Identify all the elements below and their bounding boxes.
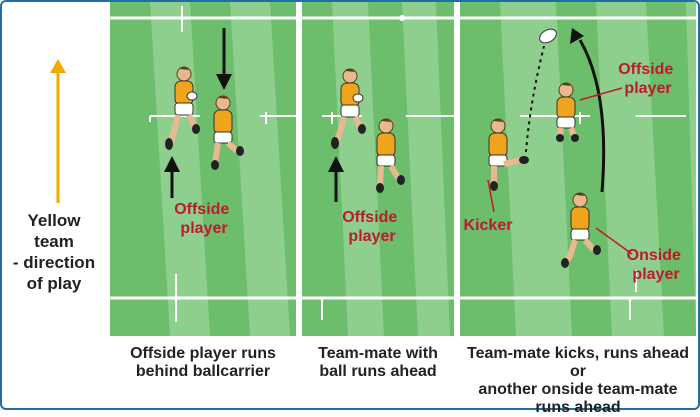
player-offside (376, 118, 405, 193)
direction-label-line: of play (26, 274, 82, 293)
direction-label-line: - direction (12, 253, 96, 272)
panel-3-caption: Team-mate kicks, runs ahead or another o… (460, 345, 696, 417)
kicker-label: Kicker (464, 217, 513, 234)
ball-icon (539, 28, 557, 44)
panel-1-caption: Offside player runs behind ballcarrier (110, 345, 296, 381)
caption-line: ball runs ahead (319, 363, 437, 380)
kick-trajectory-icon (525, 45, 545, 153)
player-onside (561, 192, 601, 268)
player-ballcarrier (331, 68, 366, 149)
player-kicker (488, 118, 529, 191)
caption-line: runs ahead (535, 399, 621, 416)
run-arrow-icon (570, 28, 606, 193)
offside-player-label: Offside player (618, 61, 678, 97)
caption-line: Team-mate with (318, 345, 438, 362)
direction-arrow-icon (50, 59, 66, 203)
offside-player-label: Offside player (174, 201, 234, 237)
run-arrow-icon (216, 28, 232, 90)
direction-of-play-label: Yellow team - direction of play (6, 210, 102, 294)
run-arrow-icon (328, 156, 344, 202)
caption-line: Offside player runs (130, 345, 276, 362)
pitch-panel-2: Offside player (302, 2, 454, 336)
player-offside (211, 95, 244, 170)
pitch-panel-1: Offside player (110, 2, 296, 336)
player-ballcarrier (165, 66, 200, 150)
player-offside (556, 82, 579, 142)
caption-line: behind ballcarrier (135, 363, 271, 380)
onside-player-label: Onside player (627, 247, 686, 283)
caption-line: Team-mate kicks, runs ahead or (466, 345, 690, 380)
panel-2-caption: Team-mate with ball runs ahead (302, 345, 454, 381)
direction-label-line: Yellow team (27, 211, 81, 251)
offside-player-label: Offside player (342, 209, 402, 245)
caption-line: another onside team-mate (478, 381, 678, 398)
run-arrow-icon (164, 156, 180, 198)
pitch-panel-3: Offside player Kicker Onside player (460, 2, 696, 336)
